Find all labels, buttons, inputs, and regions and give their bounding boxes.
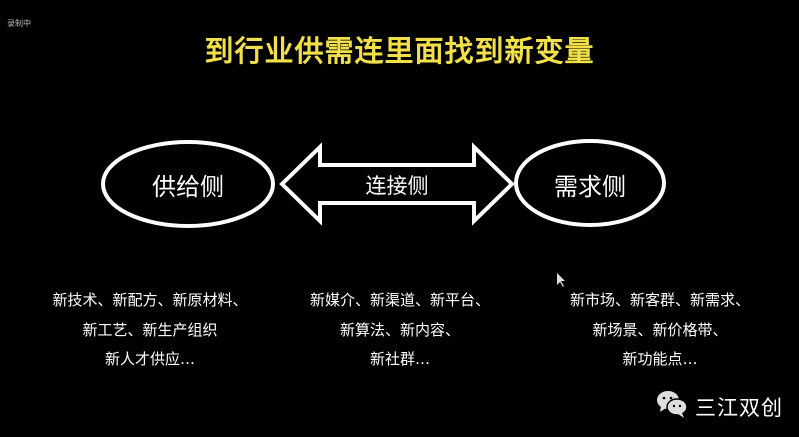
connect-line: 新算法、新内容、: [339, 320, 460, 339]
supply-line: 新工艺、新生产组织: [82, 320, 218, 339]
demand-line: 新市场、新客群、新需求、: [569, 291, 750, 309]
connect-label: 连接侧: [365, 174, 429, 198]
supply-list: 新技术、新配方、新原材料、 新工艺、新生产组织 新人才供应…: [20, 286, 280, 375]
supply-label: 供给侧: [152, 173, 224, 201]
cursor-icon: [557, 273, 565, 287]
supply-line: 新技术、新配方、新原材料、: [52, 291, 248, 309]
demand-line: 新场景、新价格带、: [592, 320, 728, 339]
slide-title: 到行业供需连里面找到新变量: [204, 34, 595, 68]
watermark-text: 三江双创: [695, 396, 783, 420]
connect-line: 新媒介、新渠道、新平台、: [309, 291, 490, 309]
recording-indicator: 录制中: [7, 19, 31, 28]
demand-list: 新市场、新客群、新需求、 新场景、新价格带、 新功能点…: [540, 286, 780, 375]
demand-line: 新功能点…: [622, 350, 698, 368]
wechat-icon: [657, 391, 688, 418]
double-arrow: [279, 142, 515, 226]
demand-label: 需求侧: [554, 173, 626, 201]
connect-line: 新社群…: [369, 350, 430, 368]
demand-ellipse: [514, 139, 666, 227]
supply-ellipse: [101, 140, 275, 228]
connect-list: 新媒介、新渠道、新平台、 新算法、新内容、 新社群…: [280, 286, 520, 375]
supply-line: 新人才供应…: [104, 350, 195, 368]
